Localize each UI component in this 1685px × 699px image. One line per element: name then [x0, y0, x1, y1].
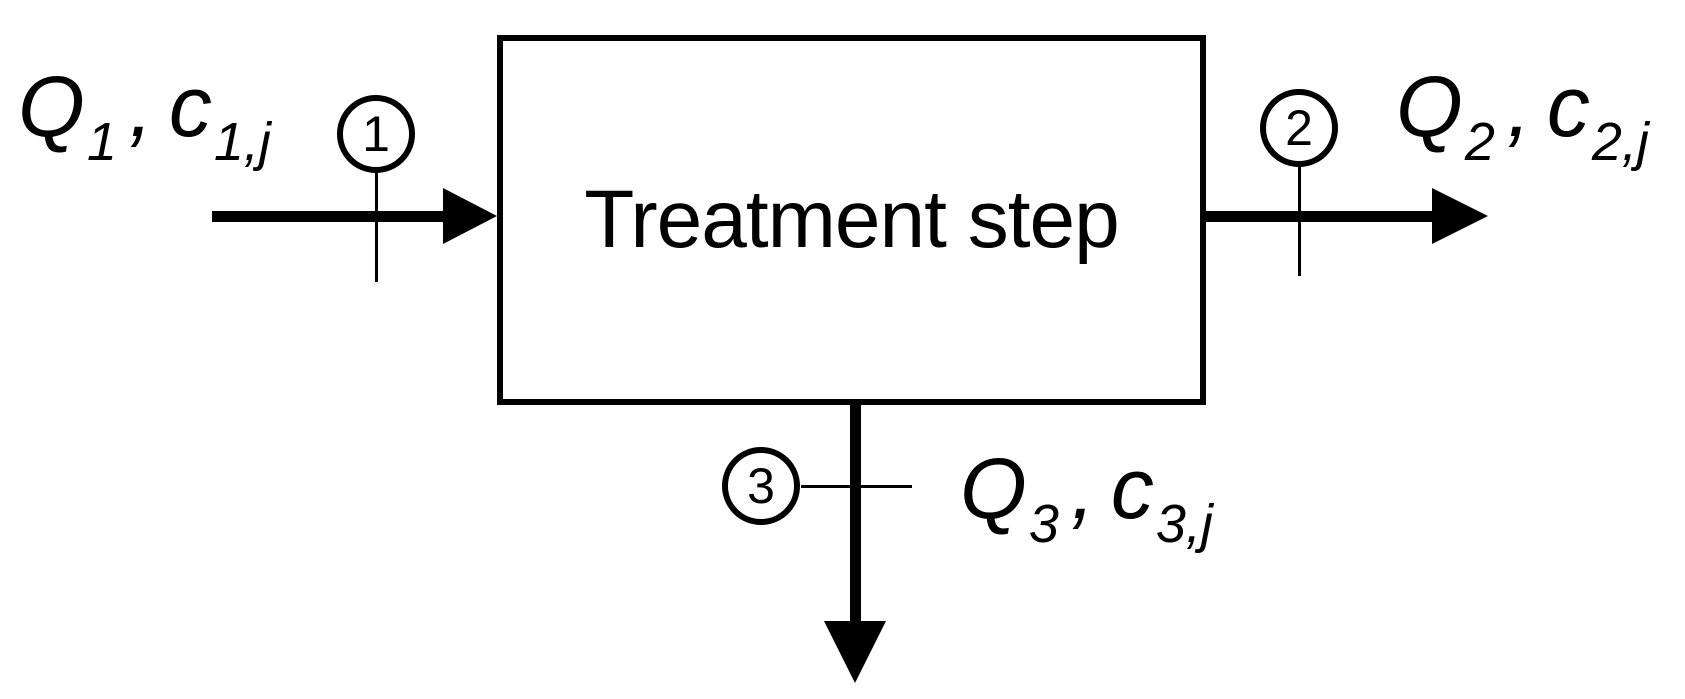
- stream-3-separator: ,: [1070, 441, 1095, 537]
- stream-3-number: 3: [747, 458, 775, 514]
- stream-1-flow-symbol: Q: [18, 59, 85, 155]
- stream-3-arrow-shaft: [850, 403, 861, 625]
- stream-1-separator: ,: [128, 59, 153, 155]
- stream-1-arrowhead-icon: [443, 188, 497, 244]
- stream-3-conc-symbol: c: [1110, 441, 1154, 537]
- stream-3-flow-symbol: Q: [960, 441, 1027, 537]
- treatment-step-title: Treatment step: [584, 174, 1119, 265]
- stream-1-label: Q1,c1,j: [18, 59, 271, 169]
- stream-1-marker: 1: [337, 95, 415, 173]
- stream-1-arrow-shaft: [212, 211, 445, 222]
- stream-3-conc-subscript: 3,j: [1155, 494, 1213, 554]
- stream-1-tick: [375, 172, 378, 282]
- stream-1-conc-symbol: c: [168, 59, 212, 155]
- stream-2-number: 2: [1285, 100, 1313, 156]
- treatment-step-box: Treatment step: [497, 35, 1206, 405]
- stream-2-conc-subscript: 2,j: [1591, 112, 1649, 172]
- stream-2-label: Q2,c2,j: [1396, 59, 1649, 169]
- stream-3-arrowhead-icon: [824, 621, 886, 683]
- stream-1-flow-subscript: 1: [86, 112, 117, 172]
- stream-2-separator: ,: [1506, 59, 1531, 155]
- stream-2-conc-symbol: c: [1546, 59, 1590, 155]
- stream-2-arrowhead-icon: [1432, 188, 1488, 244]
- stream-2-flow-symbol: Q: [1396, 59, 1463, 155]
- stream-1-conc-subscript: 1,j: [213, 112, 271, 172]
- stream-3-marker: 3: [722, 447, 800, 525]
- stream-2-marker: 2: [1260, 89, 1338, 167]
- stream-2-flow-subscript: 2: [1464, 112, 1495, 172]
- stream-1-number: 1: [362, 106, 390, 162]
- stream-3-flow-subscript: 3: [1028, 494, 1059, 554]
- stream-2-arrow-shaft: [1206, 211, 1434, 222]
- stream-3-label: Q3,c3,j: [960, 441, 1213, 551]
